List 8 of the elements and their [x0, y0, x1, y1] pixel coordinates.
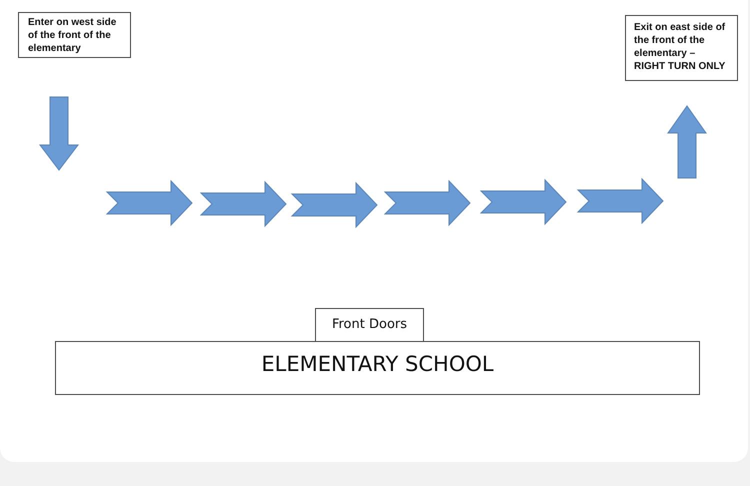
building-label: ELEMENTARY SCHOOL: [260, 351, 495, 377]
doorway-label: Front Doors: [332, 317, 408, 333]
instruction-box: [18, 12, 131, 58]
doorway-box: [315, 308, 424, 342]
instruction-box: [625, 15, 738, 81]
building-outline: [55, 341, 700, 395]
instruction-text: Exit on east side of the front of the elementary – RIGHT TURN ONLY: [634, 21, 726, 73]
instruction-text: Enter on west side of the front of the elementary: [28, 16, 118, 55]
